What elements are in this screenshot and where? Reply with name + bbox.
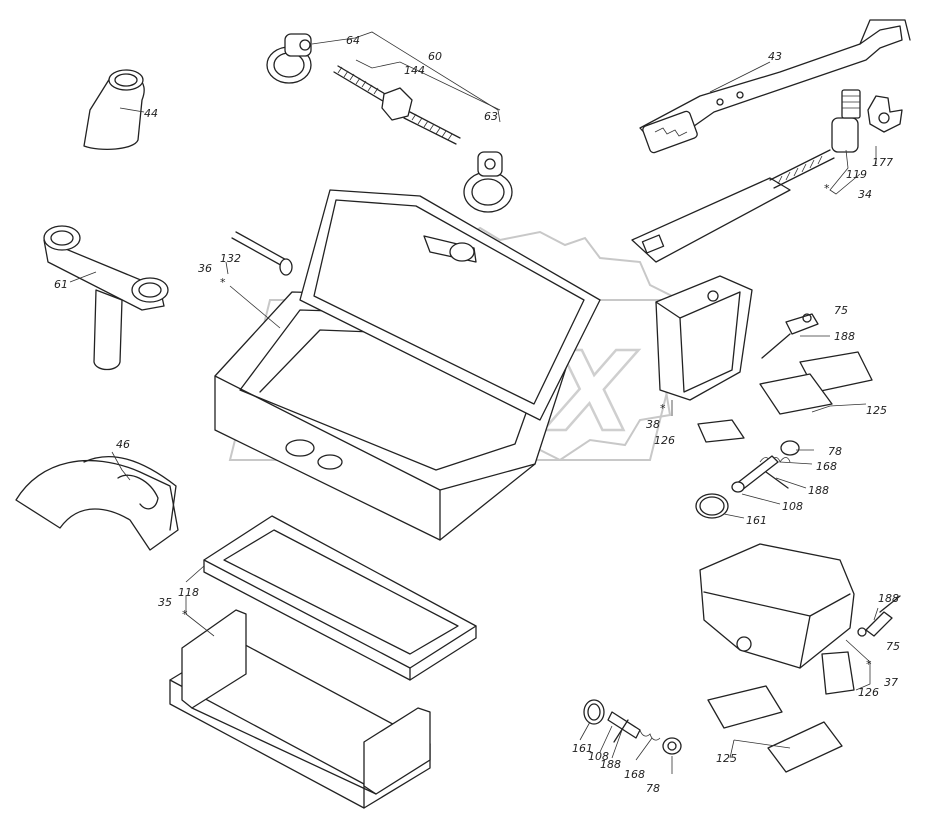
wrench-61 (43, 225, 169, 371)
strap-43 (639, 19, 911, 154)
label-78a: 78 (828, 445, 842, 458)
label-188d: 188 (600, 758, 621, 771)
label-35-star: * (182, 608, 188, 621)
label-44: 44 (144, 107, 158, 120)
wing-nut-177 (867, 95, 903, 133)
label-108b: 108 (588, 750, 609, 763)
label-177: 177 (872, 156, 893, 169)
label-46: 46 (116, 438, 130, 451)
fitting-119 (831, 89, 861, 153)
pad-126 (821, 651, 855, 695)
pin-assembly-lower (583, 699, 682, 755)
hose-44 (83, 69, 145, 151)
label-38-star: * (660, 402, 666, 415)
callout-labels: 64 60 144 63 43 44 119 177 34 * 132 36 *… (54, 34, 900, 795)
label-75b: 75 (886, 640, 900, 653)
pad-125-upper (697, 351, 873, 443)
pin-132 (231, 231, 293, 276)
label-61: 61 (54, 278, 68, 291)
label-60: 60 (428, 50, 442, 63)
label-125a: 125 (866, 404, 887, 417)
label-78b: 78 (646, 782, 660, 795)
label-168a: 168 (816, 460, 837, 473)
label-188c: 188 (878, 592, 899, 605)
label-144: 144 (404, 64, 425, 77)
box-38 (655, 275, 753, 401)
label-75a: 75 (834, 304, 848, 317)
label-132: 132 (220, 252, 241, 265)
label-34-star: * (824, 182, 830, 195)
label-37-star: * (866, 658, 872, 671)
label-168b: 168 (624, 768, 645, 781)
label-43: 43 (768, 50, 782, 63)
label-64: 64 (346, 34, 360, 47)
label-161a: 161 (746, 514, 767, 527)
threaded-rod-144 (333, 65, 461, 145)
label-35: 35 (158, 596, 172, 609)
frame-118 (203, 515, 477, 681)
label-63: 63 (484, 110, 498, 123)
bracket-34 (631, 149, 835, 263)
mudguard-46 (15, 455, 179, 551)
tray-35 (169, 609, 431, 809)
label-126a: 126 (654, 434, 675, 447)
pad-125-lower (707, 685, 843, 773)
clamp-64 (266, 33, 312, 84)
label-108a: 108 (782, 500, 803, 513)
leader-lines (69, 31, 879, 774)
box-37 (699, 543, 855, 669)
bolt-75 (761, 313, 819, 359)
label-37: 37 (884, 676, 898, 689)
label-119: 119 (846, 168, 867, 181)
label-38: 38 (646, 418, 660, 431)
label-125b: 125 (716, 752, 737, 765)
bolt-75-lower (857, 595, 901, 637)
label-118: 118 (178, 586, 199, 599)
label-36-star: * (220, 276, 226, 289)
label-188b: 188 (808, 484, 829, 497)
label-34: 34 (858, 188, 872, 201)
pin-assembly-right (695, 440, 800, 519)
label-36: 36 (198, 262, 212, 275)
label-161b: 161 (572, 742, 593, 755)
toolbox-lid (299, 189, 601, 421)
clamp-63 (463, 151, 513, 213)
label-188a: 188 (834, 330, 855, 343)
label-126b: 126 (858, 686, 879, 699)
